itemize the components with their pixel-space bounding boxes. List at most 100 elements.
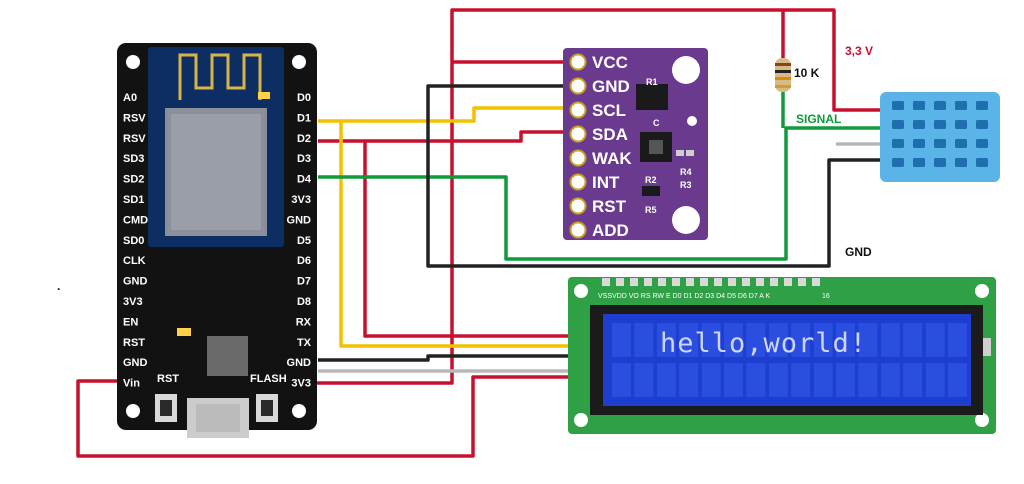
dht-vent-slot	[934, 158, 946, 167]
esp-left-pin-label: SD3	[123, 153, 144, 165]
lcd-char-cell	[858, 363, 878, 397]
lcd-char-cell	[903, 323, 923, 357]
dht-vent-slot	[913, 139, 925, 148]
esp-left-pin-label: RST	[123, 337, 145, 349]
lcd-header-pin	[742, 278, 750, 286]
lcd-module: VSSVDD VO RS RW E D0 D1 D2 D3 D4 D5 D6 D…	[568, 277, 996, 434]
voltage-label: 3,3 V	[845, 44, 873, 58]
lcd-char-cell	[813, 363, 833, 397]
esp-left-pin-label: Vin	[123, 378, 140, 390]
dht-vent-slot	[934, 101, 946, 110]
lcd-char-cell	[656, 363, 676, 397]
dht-vent-grid	[892, 101, 988, 167]
wire-gnd-lcd	[318, 354, 576, 362]
lcd-char-cell	[746, 323, 766, 357]
wire-d2-lcd	[363, 141, 576, 338]
esp-right-pin-label: D5	[297, 235, 311, 247]
wire-vin-lcd	[76, 375, 576, 458]
dht-vent-slot	[892, 139, 904, 148]
esp-right-pin-label: D1	[297, 112, 311, 124]
lcd-char-cell	[679, 323, 699, 357]
esp-right-pin-label: D0	[297, 92, 311, 104]
resistor-label: 10 K	[794, 66, 820, 80]
dht-vent-slot	[955, 120, 967, 129]
lcd-char-cell	[836, 363, 855, 397]
lcd-char-cell	[701, 323, 721, 357]
wire-d2-sda	[318, 130, 578, 143]
lcd-char-cell	[948, 323, 967, 357]
lcd-header-pin	[784, 278, 792, 286]
ccs-pin-label: INT	[592, 173, 620, 192]
antenna-trace-icon	[178, 53, 262, 100]
resistor	[775, 58, 791, 92]
ccs-pin-pad	[569, 101, 587, 119]
ccs-pin-label: SDA	[592, 125, 628, 144]
lcd-char-cell	[925, 323, 945, 357]
esp-right-pin-label: 3V3	[291, 194, 311, 206]
esp-left-pin-label: GND	[123, 276, 148, 288]
lcd-header-pin	[770, 278, 778, 286]
lcd-char-cell	[880, 323, 900, 357]
esp-right-pin-label: D6	[297, 255, 311, 267]
dht-vent-slot	[913, 101, 925, 110]
lcd-char-cell	[746, 363, 766, 397]
ccs-pin-pad	[569, 197, 587, 215]
wire-d4-signal	[318, 126, 882, 261]
lcd-char-cell	[836, 323, 855, 357]
chip-label-c: C	[653, 118, 660, 128]
dht-vent-slot	[955, 139, 967, 148]
dht-vent-slot	[976, 139, 988, 148]
esp-right-pin-label: RX	[296, 316, 312, 328]
esp-left-pin-label: EN	[123, 316, 138, 328]
esp-left-pin-label: CMD	[123, 214, 148, 226]
dht-vent-slot	[892, 158, 904, 167]
esp-right-pin-label: 3V3	[291, 378, 311, 390]
flash-button-label: FLASH	[250, 373, 287, 385]
ccs-pin-pad	[569, 221, 587, 239]
lcd-char-cell	[701, 363, 721, 397]
lcd-display-text: hello,world!	[660, 328, 867, 359]
esp-right-pin-label: D7	[297, 276, 311, 288]
ccs-pin-label: SCL	[592, 101, 626, 120]
dht-sensor	[880, 92, 1000, 182]
dht-vent-slot	[955, 101, 967, 110]
lcd-header-pin	[798, 278, 806, 286]
lcd-char-cell	[948, 363, 967, 397]
lcd-char-cell	[903, 363, 923, 397]
lcd-header-pin	[602, 278, 610, 286]
dht-vent-slot	[976, 101, 988, 110]
ccs-pin-label: RST	[592, 197, 627, 216]
esp-left-pin-label: 3V3	[123, 296, 143, 308]
esp-right-pin-label: D4	[297, 174, 312, 186]
dht-vent-slot	[934, 139, 946, 148]
lcd-header-pin	[658, 278, 666, 286]
lcd-header-pin	[672, 278, 680, 286]
ccs-pin-pad	[569, 125, 587, 143]
esp-left-pin-label: RSV	[123, 112, 146, 124]
ccs-pin-label: GND	[592, 77, 630, 96]
ccs-pin-pad	[569, 149, 587, 167]
lcd-character-cells	[612, 323, 967, 397]
esp-board: RST FLASH A0RSVRSVSD3SD2SD1CMDSD0CLKGND3…	[117, 43, 317, 438]
lcd-header-pin	[644, 278, 652, 286]
ccs-pin-label: VCC	[592, 53, 628, 72]
esp-left-pin-label: A0	[123, 92, 137, 104]
dht-vent-slot	[955, 158, 967, 167]
lcd-pin-count: 16	[822, 293, 830, 300]
esp-left-pin-label: RSV	[123, 133, 146, 145]
lcd-char-cell	[858, 323, 878, 357]
lcd-pin-header	[602, 278, 820, 286]
lcd-char-cell	[791, 323, 811, 357]
lcd-char-cell	[679, 363, 699, 397]
dht-vent-slot	[934, 120, 946, 129]
lcd-char-cell	[612, 363, 631, 397]
ccs-board: R1 C R2 R4 R3 R5 VCCGNDSCLSDAWAKINTRSTAD…	[563, 48, 708, 240]
chip-label-r1: R1	[646, 77, 658, 87]
rst-button	[155, 394, 177, 422]
chip-label-r5: R5	[645, 205, 657, 215]
flash-button	[256, 394, 278, 422]
ccs-pin-pad	[569, 53, 587, 71]
